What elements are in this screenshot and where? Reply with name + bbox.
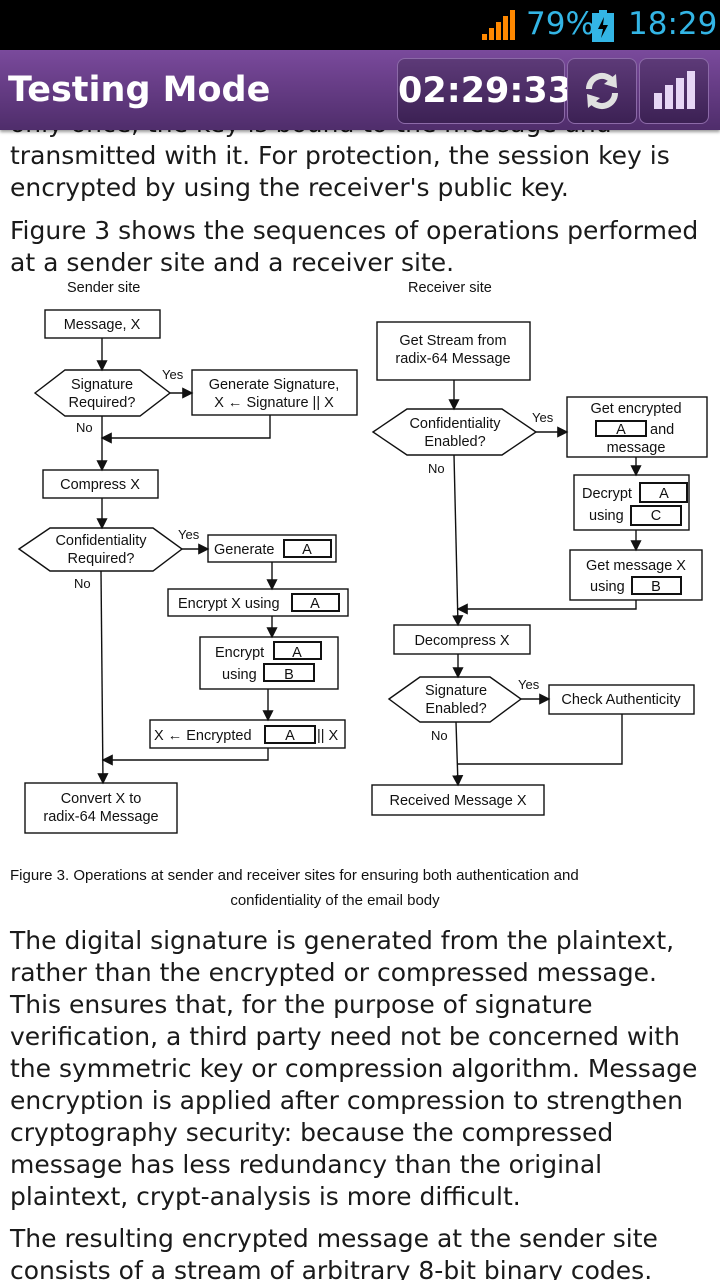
- content-area[interactable]: only once, the key is bound to the messa…: [0, 108, 720, 1280]
- svg-text:Received Message X: Received Message X: [389, 793, 526, 809]
- svg-text:Confidentiality: Confidentiality: [55, 533, 147, 549]
- app-bar: Testing Mode 02:29:33: [0, 50, 720, 130]
- svg-text:Generate Signature,: Generate Signature,: [209, 377, 340, 393]
- paragraph: The digital signature is generated from …: [10, 926, 698, 1211]
- battery-charging-icon: [592, 10, 614, 42]
- svg-text:B: B: [284, 667, 294, 683]
- svg-text:Signature: Signature: [425, 683, 487, 699]
- svg-text:Get message X: Get message X: [586, 558, 686, 574]
- svg-text:Enabled?: Enabled?: [424, 434, 485, 450]
- svg-text:Decompress X: Decompress X: [414, 633, 509, 649]
- sender-site-title: Sender site: [67, 280, 140, 296]
- clock: 18:29: [628, 6, 718, 42]
- svg-text:Message, X: Message, X: [64, 317, 141, 333]
- svg-text:A: A: [616, 422, 626, 438]
- svg-text:Encrypt: Encrypt: [215, 645, 264, 661]
- svg-text:Convert X to: Convert X to: [61, 791, 142, 807]
- svg-text:Get Stream from: Get Stream from: [399, 333, 506, 349]
- svg-text:A: A: [302, 542, 312, 558]
- svg-text:A: A: [659, 486, 669, 502]
- svg-text:Required?: Required?: [69, 395, 136, 411]
- svg-text:Yes: Yes: [532, 410, 554, 425]
- svg-text:Yes: Yes: [178, 527, 200, 542]
- countdown-timer: 02:29:33: [397, 58, 572, 124]
- flowchart: Sender site Receiver site Message, X Sig…: [10, 280, 708, 909]
- svg-text:|| X: || X: [317, 728, 339, 744]
- figure-3-diagram: Sender site Receiver site Message, X Sig…: [0, 275, 720, 915]
- bar-chart-icon: [654, 71, 695, 109]
- svg-text:Generate: Generate: [214, 542, 274, 558]
- svg-text:radix-64 Message: radix-64 Message: [395, 351, 510, 367]
- svg-text:A: A: [292, 645, 302, 661]
- battery-percent: 79%: [526, 6, 595, 42]
- signal-icon: [482, 10, 515, 40]
- svg-text:No: No: [431, 728, 448, 743]
- receiver-site-title: Receiver site: [408, 280, 492, 296]
- figure-caption-line-2: confidentiality of the email body: [230, 892, 440, 909]
- svg-text:using: using: [222, 667, 257, 683]
- statistics-button[interactable]: [639, 58, 709, 124]
- svg-text:radix-64 Message: radix-64 Message: [43, 809, 158, 825]
- svg-text:Enabled?: Enabled?: [425, 701, 486, 717]
- svg-text:X ← Encrypted: X ← Encrypted: [154, 728, 252, 744]
- svg-text:A: A: [285, 728, 295, 744]
- svg-text:and: and: [650, 422, 674, 438]
- page-title: Testing Mode: [8, 70, 271, 110]
- refresh-icon: [585, 72, 619, 110]
- svg-text:using: using: [590, 579, 625, 595]
- svg-text:Encrypt X using: Encrypt X using: [178, 596, 280, 612]
- status-bar: 79% 18:29: [0, 0, 720, 50]
- svg-text:No: No: [428, 461, 445, 476]
- svg-text:Required?: Required?: [68, 551, 135, 567]
- svg-text:Decrypt: Decrypt: [582, 486, 632, 502]
- svg-text:message: message: [607, 440, 666, 456]
- svg-text:No: No: [76, 420, 93, 435]
- svg-text:X ← Signature || X: X ← Signature || X: [214, 395, 334, 411]
- paragraph: Figure 3 shows the sequences of operatio…: [10, 216, 699, 277]
- svg-text:Confidentiality: Confidentiality: [409, 416, 501, 432]
- svg-text:No: No: [74, 576, 91, 591]
- svg-text:A: A: [310, 596, 320, 612]
- svg-text:Yes: Yes: [162, 367, 184, 382]
- svg-text:using: using: [589, 508, 624, 524]
- refresh-button[interactable]: [567, 58, 637, 124]
- svg-text:Get encrypted: Get encrypted: [590, 401, 681, 417]
- svg-text:Compress X: Compress X: [60, 477, 140, 493]
- svg-text:B: B: [651, 579, 661, 595]
- svg-text:C: C: [651, 508, 661, 524]
- svg-text:Signature: Signature: [71, 377, 133, 393]
- svg-text:Check Authenticity: Check Authenticity: [561, 692, 681, 708]
- paragraph: The resulting encrypted message at the s…: [10, 1224, 658, 1280]
- svg-text:Yes: Yes: [518, 677, 540, 692]
- figure-caption: Figure 3. Operations at sender and recei…: [10, 867, 579, 884]
